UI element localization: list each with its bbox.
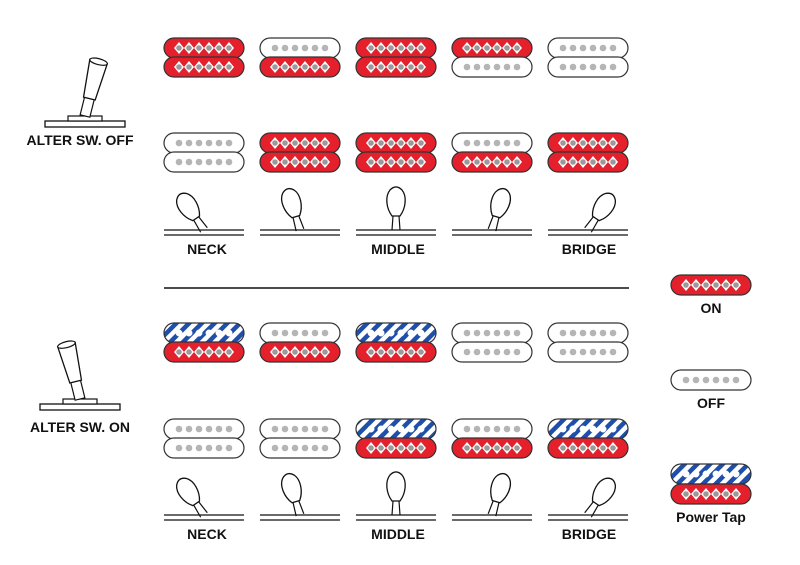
- pickup-coil-bottom: [451, 437, 533, 459]
- legend-off-label: OFF: [697, 395, 725, 411]
- selector-switch-icon: [164, 477, 244, 521]
- humbucker-pickup: [259, 322, 341, 363]
- pickup-coil-top: [547, 418, 629, 440]
- pickup-coil-bottom: [259, 437, 341, 459]
- pickup-coil-top: [355, 322, 437, 344]
- legend-off-coil: [670, 369, 752, 391]
- humbucker-pickup: [451, 322, 533, 363]
- pickup-coil-top: [259, 37, 341, 59]
- alter-switch-on-icon: [39, 340, 121, 411]
- legend-coil-off: [670, 369, 752, 391]
- humbucker-pickup: [451, 132, 533, 173]
- pickup-coil-bottom: [355, 56, 437, 78]
- pickup-coil-top: [163, 37, 245, 59]
- pickup-coil-bottom: [163, 341, 245, 363]
- pickup-coil-bottom: [259, 341, 341, 363]
- selector-label-neck: NECK: [187, 241, 227, 257]
- humbucker-pickup: [259, 37, 341, 78]
- selector-switch-icon: [356, 471, 436, 521]
- humbucker-pickup: [547, 37, 629, 78]
- humbucker-pickup: [163, 418, 245, 459]
- selector-switch-icon: [260, 472, 340, 521]
- selector-switch-icon: [548, 477, 628, 521]
- pickup-coil-bottom: [355, 437, 437, 459]
- selector-label-middle: MIDDLE: [371, 526, 425, 542]
- humbucker-pickup: [547, 418, 629, 459]
- humbucker-pickup: [259, 132, 341, 173]
- pickup-coil-bottom: [355, 341, 437, 363]
- pickup-coil-top: [451, 132, 533, 154]
- pickup-coil-top: [259, 322, 341, 344]
- selector-label-bridge: BRIDGE: [562, 526, 616, 542]
- pickup-coil-top: [547, 322, 629, 344]
- selector-label-neck: NECK: [187, 526, 227, 542]
- legend-tap-coil: [670, 463, 752, 505]
- legend: ON OFF Power Tap: [670, 274, 752, 525]
- pickup-coil-top: [355, 418, 437, 440]
- pickup-coil-bottom: [451, 151, 533, 173]
- legend-tap-label: Power Tap: [676, 509, 746, 525]
- humbucker-pickup: [547, 132, 629, 173]
- humbucker-pickup: [355, 132, 437, 173]
- pickup-coil-top: [451, 322, 533, 344]
- pickup-coil-top: [259, 418, 341, 440]
- selector-switch-icon: [164, 192, 244, 236]
- pickup-coil-top: [163, 322, 245, 344]
- selector-switch-icon: [548, 192, 628, 236]
- humbucker-pickup: [355, 37, 437, 78]
- humbucker-pickup: [547, 322, 629, 363]
- pickup-coil-bottom: [547, 151, 629, 173]
- legend-on-label: ON: [701, 300, 722, 316]
- pickup-coil-bottom: [259, 56, 341, 78]
- selector-switch-icon: [260, 187, 340, 236]
- pickup-coil-top: [355, 37, 437, 59]
- humbucker-pickup: [163, 322, 245, 363]
- pickup-coil-top: [451, 418, 533, 440]
- legend-on-coil: [670, 274, 752, 296]
- legend-coil-tap: [670, 463, 752, 485]
- legend-coil-tap-bottom: [670, 483, 752, 505]
- pickup-coil-bottom: [259, 151, 341, 173]
- pickup-coil-top: [163, 418, 245, 440]
- pickup-coil-bottom: [547, 341, 629, 363]
- pickup-coil-bottom: [163, 56, 245, 78]
- alter-switch-off: ALTER SW. OFF: [26, 57, 134, 148]
- pickup-coil-top: [355, 132, 437, 154]
- pickup-coil-bottom: [547, 437, 629, 459]
- pickup-coil-top: [451, 37, 533, 59]
- pickup-coil-bottom: [163, 437, 245, 459]
- selector-label-bridge: BRIDGE: [562, 241, 616, 257]
- pickup-grid: [163, 37, 629, 459]
- pickup-coil-bottom: [451, 56, 533, 78]
- legend-coil-on: [670, 274, 752, 296]
- pickup-coil-bottom: [163, 151, 245, 173]
- alter-switch-off-icon: [44, 57, 126, 128]
- humbucker-pickup: [259, 418, 341, 459]
- selector-label-middle: MIDDLE: [371, 241, 425, 257]
- humbucker-pickup: [451, 37, 533, 78]
- pickup-coil-top: [259, 132, 341, 154]
- pickup-coil-top: [163, 132, 245, 154]
- selector-switch-icon: [356, 186, 436, 236]
- selector-switch-icon: [452, 187, 532, 236]
- humbucker-pickup: [163, 132, 245, 173]
- pickup-coil-top: [547, 37, 629, 59]
- pickup-coil-top: [547, 132, 629, 154]
- humbucker-pickup: [163, 37, 245, 78]
- humbucker-pickup: [355, 322, 437, 363]
- pickup-coil-bottom: [547, 56, 629, 78]
- alter-switch-on: ALTER SW. ON: [30, 340, 130, 435]
- humbucker-pickup: [451, 418, 533, 459]
- alter-off-label: ALTER SW. OFF: [26, 132, 134, 148]
- humbucker-pickup: [355, 418, 437, 459]
- pickup-coil-bottom: [355, 151, 437, 173]
- selector-switch-icon: [452, 472, 532, 521]
- alter-on-label: ALTER SW. ON: [30, 419, 130, 435]
- selector-row: [164, 186, 628, 521]
- pickup-coil-bottom: [451, 341, 533, 363]
